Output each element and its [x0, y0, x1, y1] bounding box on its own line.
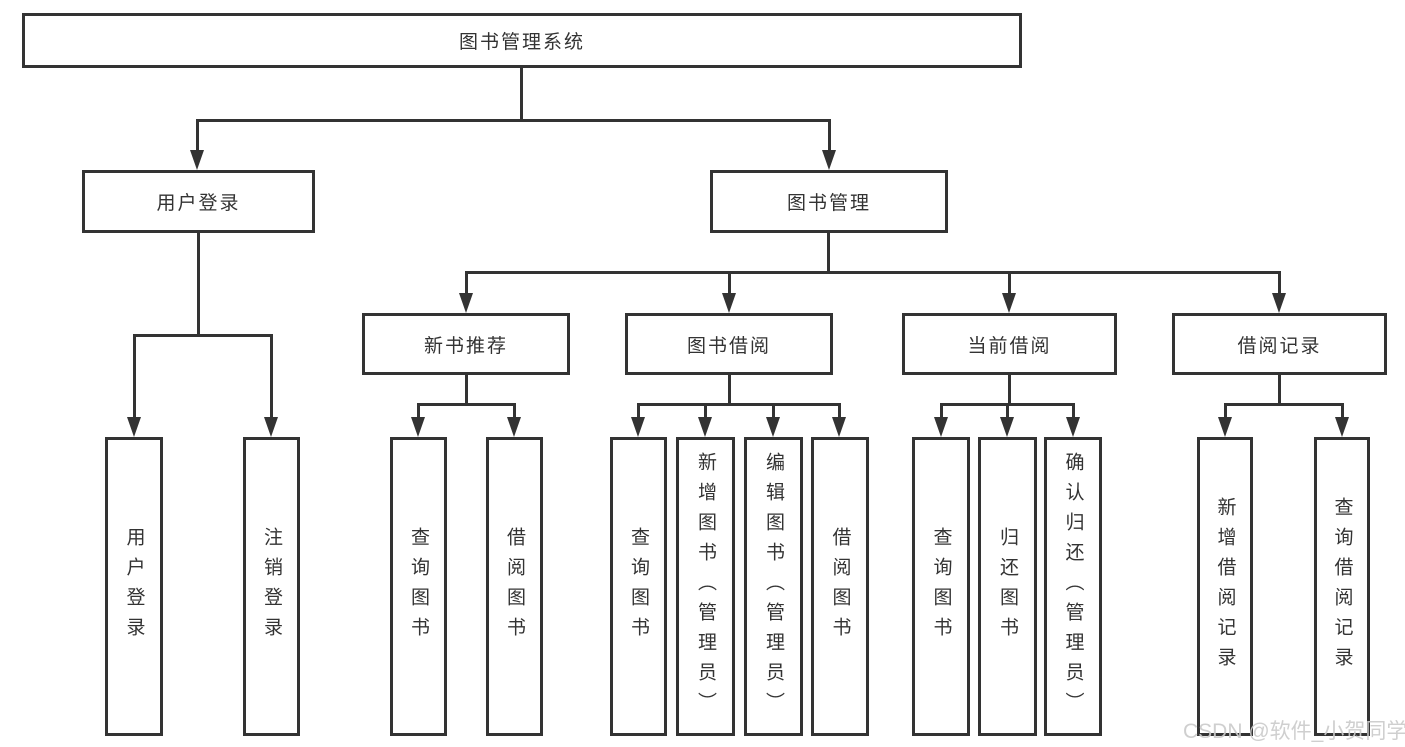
connector-line [417, 403, 420, 420]
leaf-query-borrow-record: 查询借阅记录 [1314, 437, 1370, 736]
node-label: 归还图书 [997, 526, 1018, 647]
connector-line [1224, 403, 1227, 420]
node-library-management-system: 图书管理系统 [22, 13, 1022, 68]
leaf-query-books-recommend: 查询图书 [390, 437, 447, 736]
watermark: CSDN @软件_小贺同学 [1183, 720, 1405, 743]
node-new-book-recommend: 新书推荐 [362, 313, 570, 375]
node-label: 新书推荐 [423, 335, 508, 357]
node-label: 新增借阅记录 [1214, 496, 1236, 677]
arrow-down-icon [722, 293, 736, 313]
arrow-down-icon [631, 417, 645, 437]
arrow-down-icon [459, 293, 473, 313]
node-book-borrowing: 图书借阅 [625, 313, 833, 375]
node-label: 查询借阅记录 [1331, 496, 1353, 677]
connector-line [133, 334, 273, 337]
connector-line [838, 403, 841, 420]
leaf-user-login: 用户登录 [105, 437, 163, 736]
arrow-down-icon [127, 417, 141, 437]
connector-line [1341, 403, 1344, 420]
leaf-add-books-admin: 新增图书（管理员） [676, 437, 735, 736]
connector-line [465, 375, 468, 405]
connector-line [1224, 403, 1343, 406]
leaf-edit-books-admin: 编辑图书（管理员） [744, 437, 803, 736]
connector-line [728, 375, 731, 405]
node-label: 查询图书 [408, 526, 429, 647]
node-user-login: 用户登录 [82, 170, 315, 233]
connector-line [417, 403, 516, 406]
arrow-down-icon [190, 150, 204, 170]
connector-line [520, 68, 523, 122]
connector-line [465, 271, 468, 296]
node-label: 注销登录 [261, 526, 282, 647]
arrow-down-icon [934, 417, 948, 437]
arrow-down-icon [1002, 293, 1016, 313]
arrow-down-icon [1272, 293, 1286, 313]
arrow-down-icon [1066, 417, 1080, 437]
arrow-down-icon [832, 417, 846, 437]
leaf-logout: 注销登录 [243, 437, 300, 736]
connector-line [827, 232, 830, 273]
leaf-borrow-books: 借阅图书 [811, 437, 869, 736]
connector-line [637, 403, 640, 420]
leaf-query-books-borrowing: 查询图书 [610, 437, 667, 736]
connector-line [465, 271, 1281, 274]
node-label: 图书借阅 [686, 335, 771, 357]
connector-line [133, 334, 136, 419]
node-book-management: 图书管理 [710, 170, 948, 233]
leaf-add-borrow-record: 新增借阅记录 [1197, 437, 1253, 736]
node-label: 确认归还（管理员） [1062, 451, 1084, 722]
arrow-down-icon [1335, 417, 1349, 437]
node-label: 新增图书（管理员） [695, 451, 716, 722]
leaf-query-books-current: 查询图书 [912, 437, 970, 736]
node-borrow-records: 借阅记录 [1172, 313, 1387, 375]
connector-line [196, 119, 831, 122]
node-label: 编辑图书（管理员） [763, 451, 784, 722]
connector-line [828, 119, 831, 152]
arrow-down-icon [507, 417, 521, 437]
connector-line [704, 403, 707, 420]
connector-line [728, 271, 731, 296]
connector-line [196, 119, 199, 152]
arrow-down-icon [822, 150, 836, 170]
node-current-borrowing: 当前借阅 [902, 313, 1117, 375]
connector-line [1008, 271, 1011, 296]
arrow-down-icon [698, 417, 712, 437]
node-label: 查询图书 [628, 526, 649, 647]
node-label: 当前借阅 [967, 335, 1052, 357]
connector-line [513, 403, 516, 420]
node-label: 借阅图书 [829, 526, 851, 647]
connector-line [270, 334, 273, 419]
arrow-down-icon [1218, 417, 1232, 437]
connector-line [637, 403, 841, 406]
node-label: 查询图书 [930, 526, 952, 647]
arrow-down-icon [411, 417, 425, 437]
node-label: 借阅图书 [504, 526, 525, 647]
node-label: 图书管理 [786, 193, 871, 214]
leaf-confirm-return-admin: 确认归还（管理员） [1044, 437, 1102, 736]
arrow-down-icon [264, 417, 278, 437]
arrow-down-icon [766, 417, 780, 437]
node-label: 用户登录 [156, 193, 241, 214]
connector-line [1072, 403, 1075, 420]
node-label: 图书管理系统 [458, 32, 585, 53]
connector-line [1008, 375, 1011, 405]
leaf-return-books: 归还图书 [978, 437, 1037, 736]
leaf-borrow-books-recommend: 借阅图书 [486, 437, 543, 736]
arrow-down-icon [1000, 417, 1014, 437]
connector-line [772, 403, 775, 420]
connector-line [940, 403, 943, 420]
connector-line [1006, 403, 1009, 420]
connector-line [1278, 375, 1281, 405]
node-label: 用户登录 [123, 526, 145, 647]
node-label: 借阅记录 [1237, 335, 1322, 357]
connector-line [197, 232, 200, 336]
connector-line [1278, 271, 1281, 296]
